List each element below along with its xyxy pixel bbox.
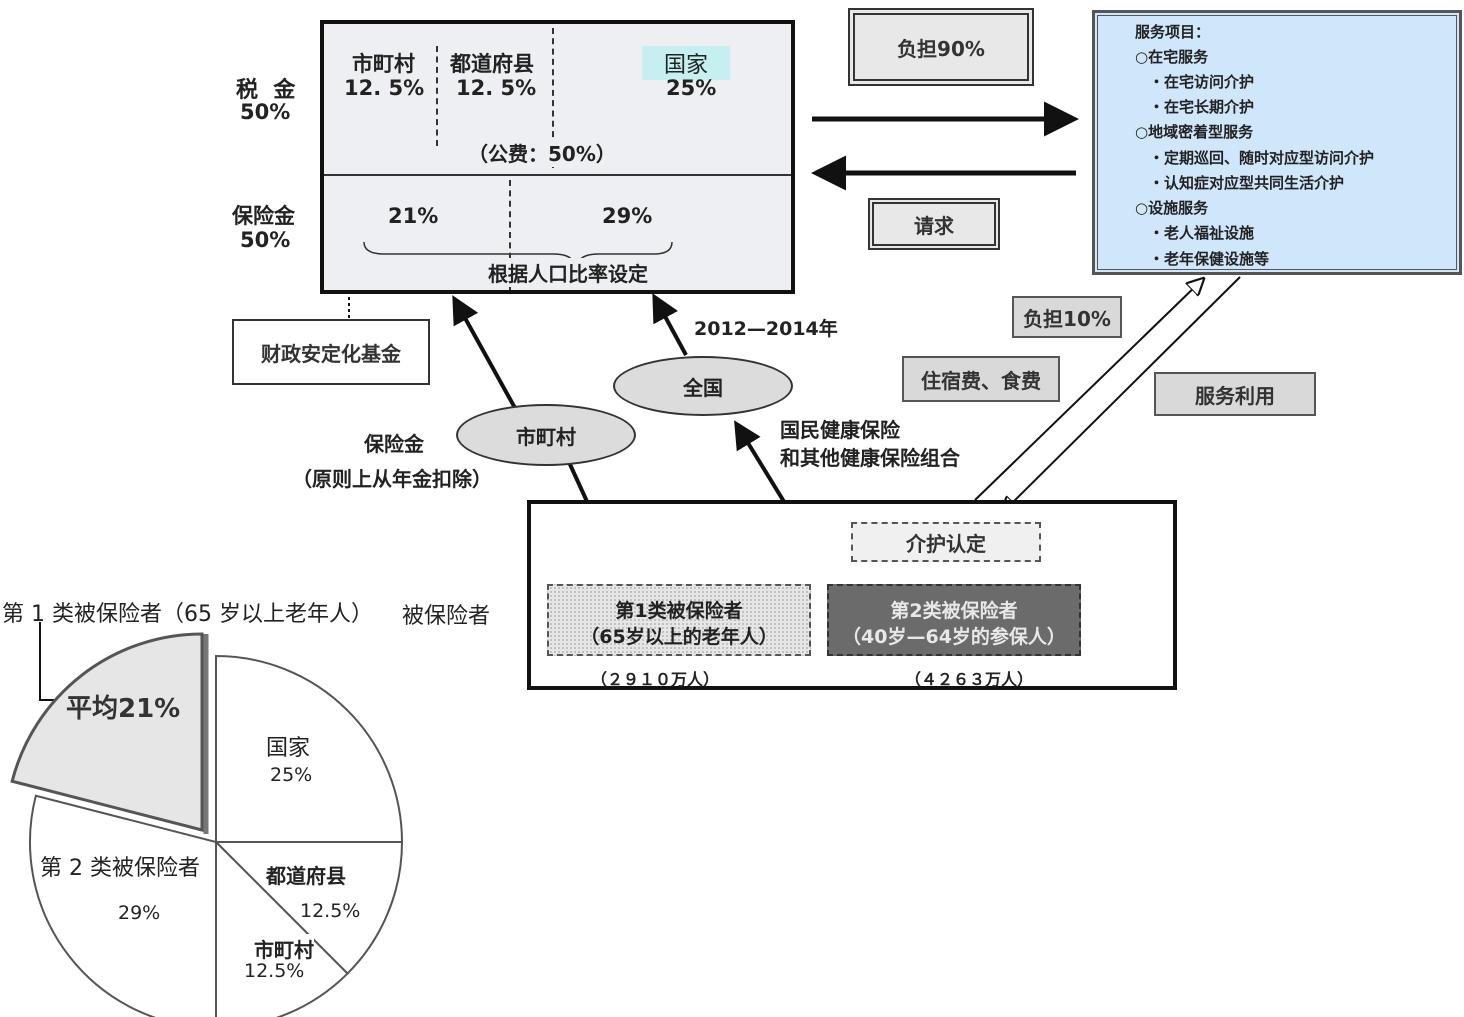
pie-second-insured-percent: 29% xyxy=(118,902,161,924)
service-item: ○设施服务 xyxy=(1135,199,1209,217)
burden-10-box: 负担10% xyxy=(1012,296,1122,338)
service-item: ・老年保健设施等 xyxy=(1149,250,1270,268)
arrow-service-use-down xyxy=(1003,276,1241,512)
public-expense-note: （公费：50%） xyxy=(466,138,618,167)
service-item: ・在宅长期介护 xyxy=(1149,98,1255,116)
pie-second-insured-label: 第 2 类被保险者 xyxy=(40,850,200,882)
pie-slice-municipality xyxy=(215,839,349,1017)
care-certification-box: 介护认定 xyxy=(851,522,1041,562)
divider-insurance xyxy=(509,180,511,290)
first-insured-desc: （65岁以上的老年人） xyxy=(580,626,778,648)
health-insurance-line1: 国民健康保险 xyxy=(780,418,900,442)
pie-municipality-label: 市町村 xyxy=(254,934,314,963)
service-item: ・在宅访问介护 xyxy=(1149,73,1255,91)
arrow-nationwide-to-funding xyxy=(652,293,688,356)
lodging-food-box: 住宿费、食费 xyxy=(902,356,1060,402)
pie-municipality-percent: 12.5% xyxy=(244,960,305,982)
service-items-title: 服务项目： xyxy=(1135,23,1211,41)
pie-first-insured-title: 第 1 类被保险者（65 岁以上老年人） xyxy=(2,602,373,627)
divider-prefecture-nation xyxy=(552,28,554,168)
insured-label: 被保险者 xyxy=(402,604,491,629)
second-insured-count: （４２６３万人） xyxy=(905,670,1034,689)
prefecture-label: 都道府县 xyxy=(450,52,534,76)
second-insured-desc: （40岁—64岁的参保人） xyxy=(842,626,1066,648)
burden-90-box: 负担90% xyxy=(848,8,1034,86)
tax-percent: 50% xyxy=(240,100,291,124)
arrow-municipality-to-funding xyxy=(452,295,517,409)
insurance-second-percent: 29% xyxy=(602,204,653,228)
first-insured-title: 第1类被保险者 xyxy=(615,600,743,622)
population-ratio-note: 根据人口比率设定 xyxy=(486,258,650,287)
municipality-label: 市町村 xyxy=(352,52,415,76)
divider-municipality-prefecture xyxy=(436,46,438,146)
pie-prefecture-percent: 12.5% xyxy=(300,900,361,922)
arrow-service-use-up xyxy=(974,280,1202,501)
municipality-ellipse: 市町村 xyxy=(456,404,636,466)
insurance-payment-note: （原则上从年金扣除） xyxy=(292,467,492,491)
insurance-first-percent: 21% xyxy=(388,204,439,228)
pie-average-label: 平均21% xyxy=(66,694,181,724)
tax-label: 税 金 xyxy=(236,78,296,103)
service-item: ・定期巡回、随时对应型访问介护 xyxy=(1149,149,1375,167)
insured-box: 介护认定 第1类被保险者 （65岁以上的老年人） 第2类被保险者 （40岁—64… xyxy=(527,500,1177,690)
second-insured-title: 第2类被保险者 xyxy=(890,600,1018,622)
service-item: ○地域密着型服务 xyxy=(1135,123,1254,141)
first-insured-box: 第1类被保险者 （65岁以上的老年人） xyxy=(547,584,811,656)
funding-divider xyxy=(324,174,791,176)
prefecture-percent: 12. 5% xyxy=(456,76,537,100)
pie-slice-nation xyxy=(215,654,404,843)
pie-slice-first-insured xyxy=(10,632,204,832)
first-insured-count: （２９１０万人） xyxy=(591,670,720,689)
health-insurance-line2: 和其他健康保险组合 xyxy=(780,446,960,470)
second-insured-box: 第2类被保险者 （40岁—64岁的参保人） xyxy=(827,584,1081,656)
pie-prefecture-label: 都道府县 xyxy=(266,864,346,888)
municipality-percent: 12. 5% xyxy=(344,76,425,100)
service-item: ○在宅服务 xyxy=(1135,48,1209,66)
pie-nation-percent: 25% xyxy=(270,764,313,786)
service-items-box: 服务项目： ○在宅服务 ・在宅访问介护 ・在宅长期介护 ○地域密着型服务 ・定期… xyxy=(1092,10,1462,275)
insurance-payment-label: 保险金 xyxy=(364,432,424,456)
period-label: 2012—2014年 xyxy=(694,318,838,340)
service-item: ・老人福祉设施 xyxy=(1149,224,1255,242)
nationwide-ellipse: 全国 xyxy=(613,356,793,416)
service-item: ・认知症对应型共同生活介护 xyxy=(1149,174,1345,192)
insurance-percent: 50% xyxy=(240,228,291,252)
funding-box: 市町村 12. 5% 都道府县 12. 5% 国家 25% （公费：50%） 2… xyxy=(320,20,795,294)
nation-label: 国家 xyxy=(642,46,731,80)
request-box: 请求 xyxy=(868,198,1000,250)
service-use-box: 服务利用 xyxy=(1154,372,1316,416)
nation-percent: 25% xyxy=(666,76,717,100)
pie-nation-label: 国家 xyxy=(266,736,311,761)
insurance-label: 保险金 xyxy=(232,204,295,228)
stabilization-fund-box: 财政安定化基金 xyxy=(232,319,430,385)
